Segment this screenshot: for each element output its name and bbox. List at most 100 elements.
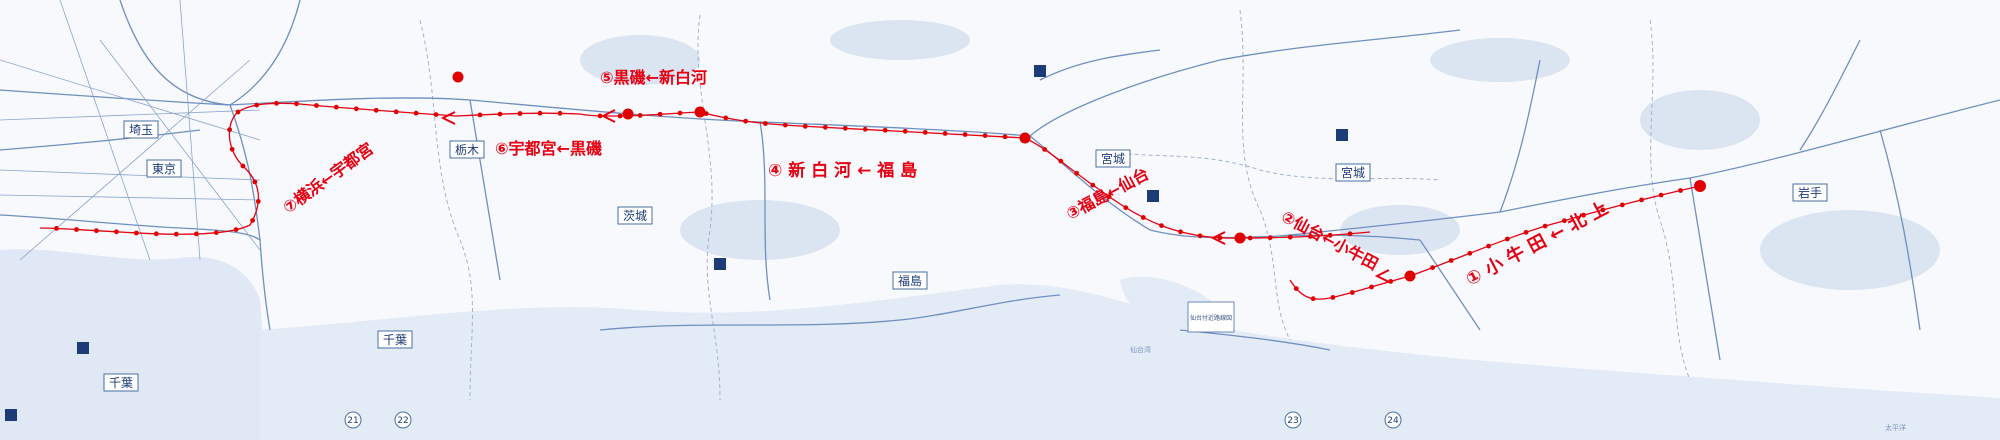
station-dot [250,218,256,223]
station-dot [1287,234,1293,240]
section-label-4: ④ 新 白 河 ← 福 島 [768,160,917,181]
station-dot [842,125,848,131]
svg-text:仙台付近路線図: 仙台付近路線図 [1190,314,1232,322]
page-markers: 21 22 23 24 [344,411,1402,429]
tokyo-bay [0,249,270,440]
svg-text:24: 24 [1387,416,1399,426]
station-dot [1310,296,1316,302]
station-dot [942,131,948,136]
station-dot [1542,223,1548,229]
direction-arrows [440,109,1390,283]
station-dot [1327,232,1333,238]
pref-chiba-2: 千葉 [103,373,139,392]
arrow-left-icon [1210,231,1226,245]
station-dot [1600,207,1606,213]
major-station [452,71,464,83]
major-station [694,106,706,118]
pref-miyagi-2: 宮城 [1335,163,1371,182]
station-dot [497,111,503,117]
svg-text:宮城: 宮城 [1101,151,1125,166]
svg-text:千葉: 千葉 [383,333,407,347]
station-dot [274,100,279,106]
station-dot [882,127,888,133]
station-dot [294,101,299,107]
station-dot [1140,215,1146,220]
major-station [1404,270,1416,282]
station-dot [1123,205,1129,211]
station-dot [962,132,968,137]
svg-text:福島: 福島 [898,273,922,288]
pacific-ocean [260,284,2000,440]
pref-iwate: 岩手 [1792,183,1828,202]
station-dot [255,199,261,204]
station-dot [617,113,623,119]
prefecture-borders [419,9,1691,401]
station-dot [1267,235,1273,241]
station-dot [153,231,159,237]
station-dot [413,110,419,116]
station-dot [240,163,246,169]
station-dot [227,127,233,133]
station-dot [1658,192,1664,198]
station-dot [782,122,788,128]
pref-chiba-1: 千葉 [377,330,413,349]
station-dot [1058,158,1064,164]
arrow-left-icon [600,109,616,123]
station-dot [1106,194,1112,200]
section-label-6: ⑥宇都宮←黒磯 [495,139,602,158]
station-dot [982,133,988,139]
station-dot [1002,134,1008,140]
station-dot [94,228,99,234]
station-dot [229,146,235,152]
svg-text:千葉: 千葉 [109,376,133,390]
station-dot [1388,279,1394,284]
station-dot [822,124,828,130]
pref-tokyo: 東京 [146,159,182,178]
station-dot [902,128,908,134]
station-dot [743,118,748,124]
station-dot [1217,235,1223,241]
station-dot [1197,233,1203,239]
snow-icon [5,409,17,421]
station-dot [1562,218,1567,224]
prefecture-labels: 埼玉 東京 栃木 茨城 千葉 千葉 福島 宮城 宮城 岩手 [103,120,1828,392]
station-dot [637,113,643,118]
station-dot [1467,250,1473,256]
tokyo-urban-lines [0,0,261,261]
station-dot [1523,229,1529,235]
station-dot [173,231,179,237]
sea-label: 仙台湾 [1130,345,1151,354]
section-label-5: ⑤黒磯←新白河 [600,68,707,87]
station-dot [517,111,523,116]
station-dot [1639,197,1644,203]
station-dot [557,110,563,116]
station-dot [1247,235,1253,241]
station-dot [703,111,709,116]
station-dot [537,110,543,116]
station-dot [193,231,199,237]
snow-icon [77,342,89,354]
snow-icon [1336,129,1348,141]
route-line-3 [1024,137,1241,239]
svg-text:23: 23 [1287,416,1298,426]
station-dot [1619,202,1625,208]
route-stops [54,71,1706,302]
svg-text:岩手: 岩手 [1798,185,1822,200]
svg-text:21: 21 [347,416,358,426]
route-line-1b [1289,275,1411,300]
pref-saitama: 埼玉 [123,120,159,139]
station-dot [477,112,483,118]
route-line-4 [699,111,1026,139]
route-line-1 [1409,185,1701,277]
svg-text:22: 22 [397,416,408,426]
terminal-station [1694,180,1706,192]
station-dot [54,226,59,231]
station-dot [1307,234,1313,239]
station-dot [1074,170,1080,176]
base-rail-network [0,0,2000,361]
mountain-shading [580,20,1940,290]
station-dot [1330,295,1336,300]
station-dot [114,229,119,235]
station-dot [1090,182,1096,188]
svg-text:茨城: 茨城 [623,209,647,223]
